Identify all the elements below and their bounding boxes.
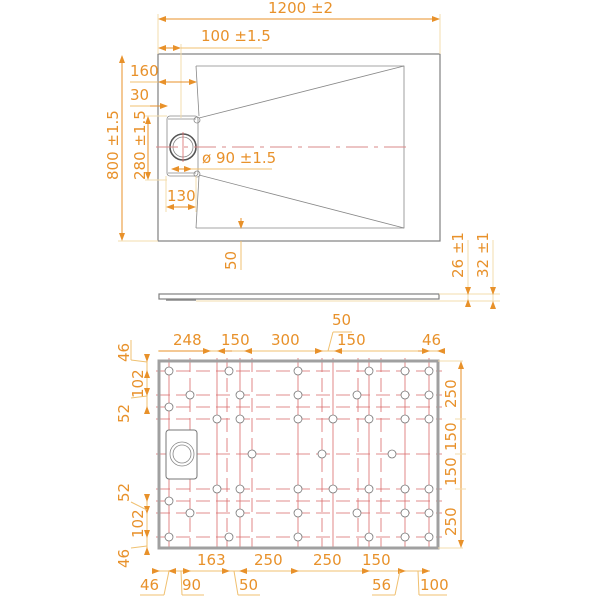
bottom-dim-upper-4: 150: [362, 551, 391, 569]
channel-offset-label: 100 ±1.5: [201, 27, 271, 45]
bottom-dim-upper-2: 250: [254, 551, 283, 569]
rim-width-label: 50: [222, 251, 240, 270]
drain-box: [166, 115, 199, 177]
bottom-dim-upper-1: 163: [197, 551, 226, 569]
left-top-dim-3: 52: [115, 404, 133, 423]
side-view: 26 ±1 32 ±1: [158, 232, 500, 309]
bottom-dim-lower-2: 90: [182, 576, 201, 594]
edge-height-label: 26 ±1: [449, 232, 467, 278]
slope-start-label: 160: [130, 62, 159, 80]
slope-line-bottom: [198, 174, 405, 229]
bottom-dim-lower-5: 100: [420, 576, 449, 594]
right-dim-1: 250: [442, 379, 460, 408]
overall-length-label: 800 ±1.5: [104, 110, 122, 180]
slope-line-top: [198, 65, 405, 119]
left-bottom-dim-3: 46: [115, 549, 133, 568]
support-feet: [164, 366, 434, 542]
overall-width-label: 1200 ±2: [268, 0, 333, 17]
bottom-top-dim-2: 150: [221, 331, 250, 349]
right-dim-3: 150: [442, 457, 460, 486]
drain-edge-label: 30: [130, 86, 149, 104]
right-dim-4: 250: [442, 507, 460, 536]
left-bottom-dim-2: 102: [129, 509, 147, 538]
bottom-top-dim-3: 300: [271, 331, 300, 349]
bottom-dim-lower-3: 50: [239, 576, 258, 594]
left-bottom-dim-1: 52: [115, 483, 133, 502]
drain-circle-icon: [169, 441, 195, 467]
left-top-dim-1: 46: [115, 343, 133, 362]
support-grid: [156, 358, 442, 548]
bottom-view: 248 150 300 50 150 46 46 102 52 52 102 4…: [115, 311, 466, 596]
bottom-dim-lower-4: 56: [372, 576, 391, 594]
drain-box-width-label: 130: [167, 187, 196, 205]
left-top-dim-2: 102: [129, 369, 147, 398]
bottom-top-dim-1: 248: [173, 331, 202, 349]
bottom-top-dim-4: 50: [332, 311, 351, 329]
total-height-label: 32 ±1: [474, 232, 492, 278]
right-dim-2: 150: [442, 422, 460, 451]
tray-bottom-outline: [157, 359, 440, 550]
bottom-dim-lower-1: 46: [140, 576, 159, 594]
support-foot-icon: [164, 366, 174, 376]
bottom-dim-upper-3: 250: [313, 551, 342, 569]
bottom-top-dim-6: 46: [422, 331, 441, 349]
drain-channel-length-label: 280 ±1.5: [131, 110, 149, 180]
bottom-top-dim-5: 150: [337, 331, 366, 349]
side-profile: [158, 293, 440, 300]
drain-diameter-label: ø 90 ±1.5: [202, 149, 276, 167]
drain-box-bottom: [165, 429, 198, 480]
top-view: 1200 ±2 100 ±1.5 160 30 800 ±1.5 280 ±1.…: [104, 0, 441, 270]
